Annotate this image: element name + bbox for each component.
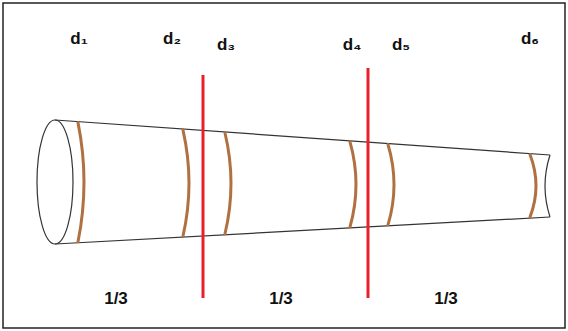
measuring-ring bbox=[183, 130, 189, 236]
measuring-rings bbox=[78, 123, 536, 242]
measuring-ring bbox=[530, 155, 536, 218]
log-outline bbox=[37, 120, 550, 244]
measuring-ring bbox=[388, 145, 394, 225]
section-label: 1/3 bbox=[104, 290, 128, 307]
diameter-label: d₁ bbox=[70, 30, 87, 47]
diameter-label: d₂ bbox=[163, 30, 181, 47]
diameter-label: d₅ bbox=[392, 36, 410, 53]
measuring-ring bbox=[350, 142, 356, 227]
diameter-label: d₆ bbox=[521, 30, 539, 47]
third-divider bbox=[202, 75, 205, 298]
diameter-label: d₃ bbox=[217, 36, 235, 53]
frame bbox=[3, 3, 565, 328]
third-divider bbox=[367, 68, 370, 298]
section-label: 1/3 bbox=[269, 290, 293, 307]
diameter-label: d₄ bbox=[343, 36, 362, 53]
section-label: 1/3 bbox=[434, 290, 458, 307]
measuring-ring bbox=[78, 123, 84, 242]
measuring-ring bbox=[225, 133, 231, 234]
